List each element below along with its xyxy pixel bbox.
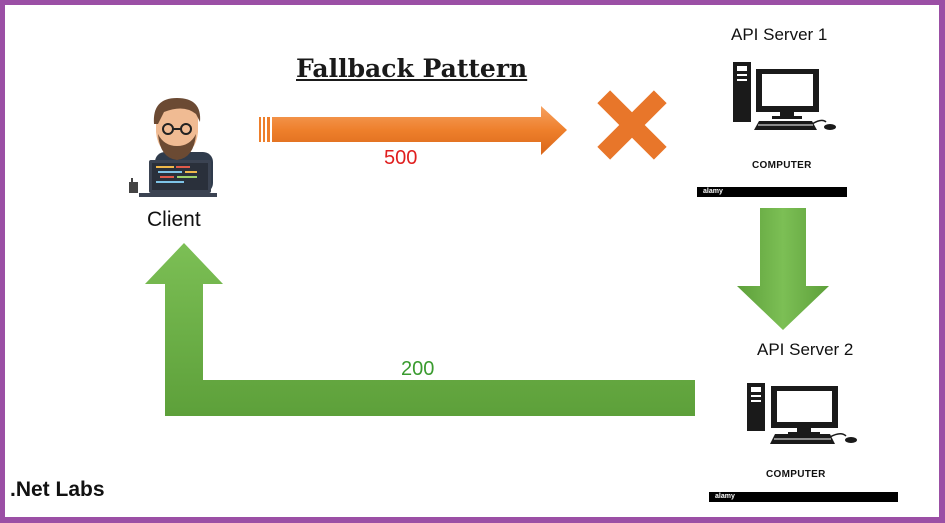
server1-caption: COMPUTER xyxy=(752,160,812,171)
server1-watermark: alamy xyxy=(703,188,723,195)
fallback-arrow xyxy=(737,208,829,330)
server1-watermark-bar: alamy xyxy=(697,187,847,197)
failure-x-icon xyxy=(597,90,667,160)
server2-computer-icon xyxy=(747,383,857,444)
server2-label: API Server 2 xyxy=(757,340,854,359)
request-arrow xyxy=(259,106,567,155)
client-label: Client xyxy=(147,208,201,231)
server1-computer-icon xyxy=(733,62,836,130)
server2-caption: COMPUTER xyxy=(766,469,826,480)
diagram-title: Fallback Pattern xyxy=(296,54,528,83)
response-status-code: 200 xyxy=(401,358,435,380)
server2-watermark: alamy xyxy=(715,493,735,500)
brand-label: .Net Labs xyxy=(10,478,105,501)
server2-watermark-bar: alamy xyxy=(709,492,898,502)
server1-label: API Server 1 xyxy=(731,25,828,44)
request-status-code: 500 xyxy=(384,147,418,169)
response-arrow xyxy=(145,243,695,416)
developer-avatar-icon xyxy=(129,98,217,197)
